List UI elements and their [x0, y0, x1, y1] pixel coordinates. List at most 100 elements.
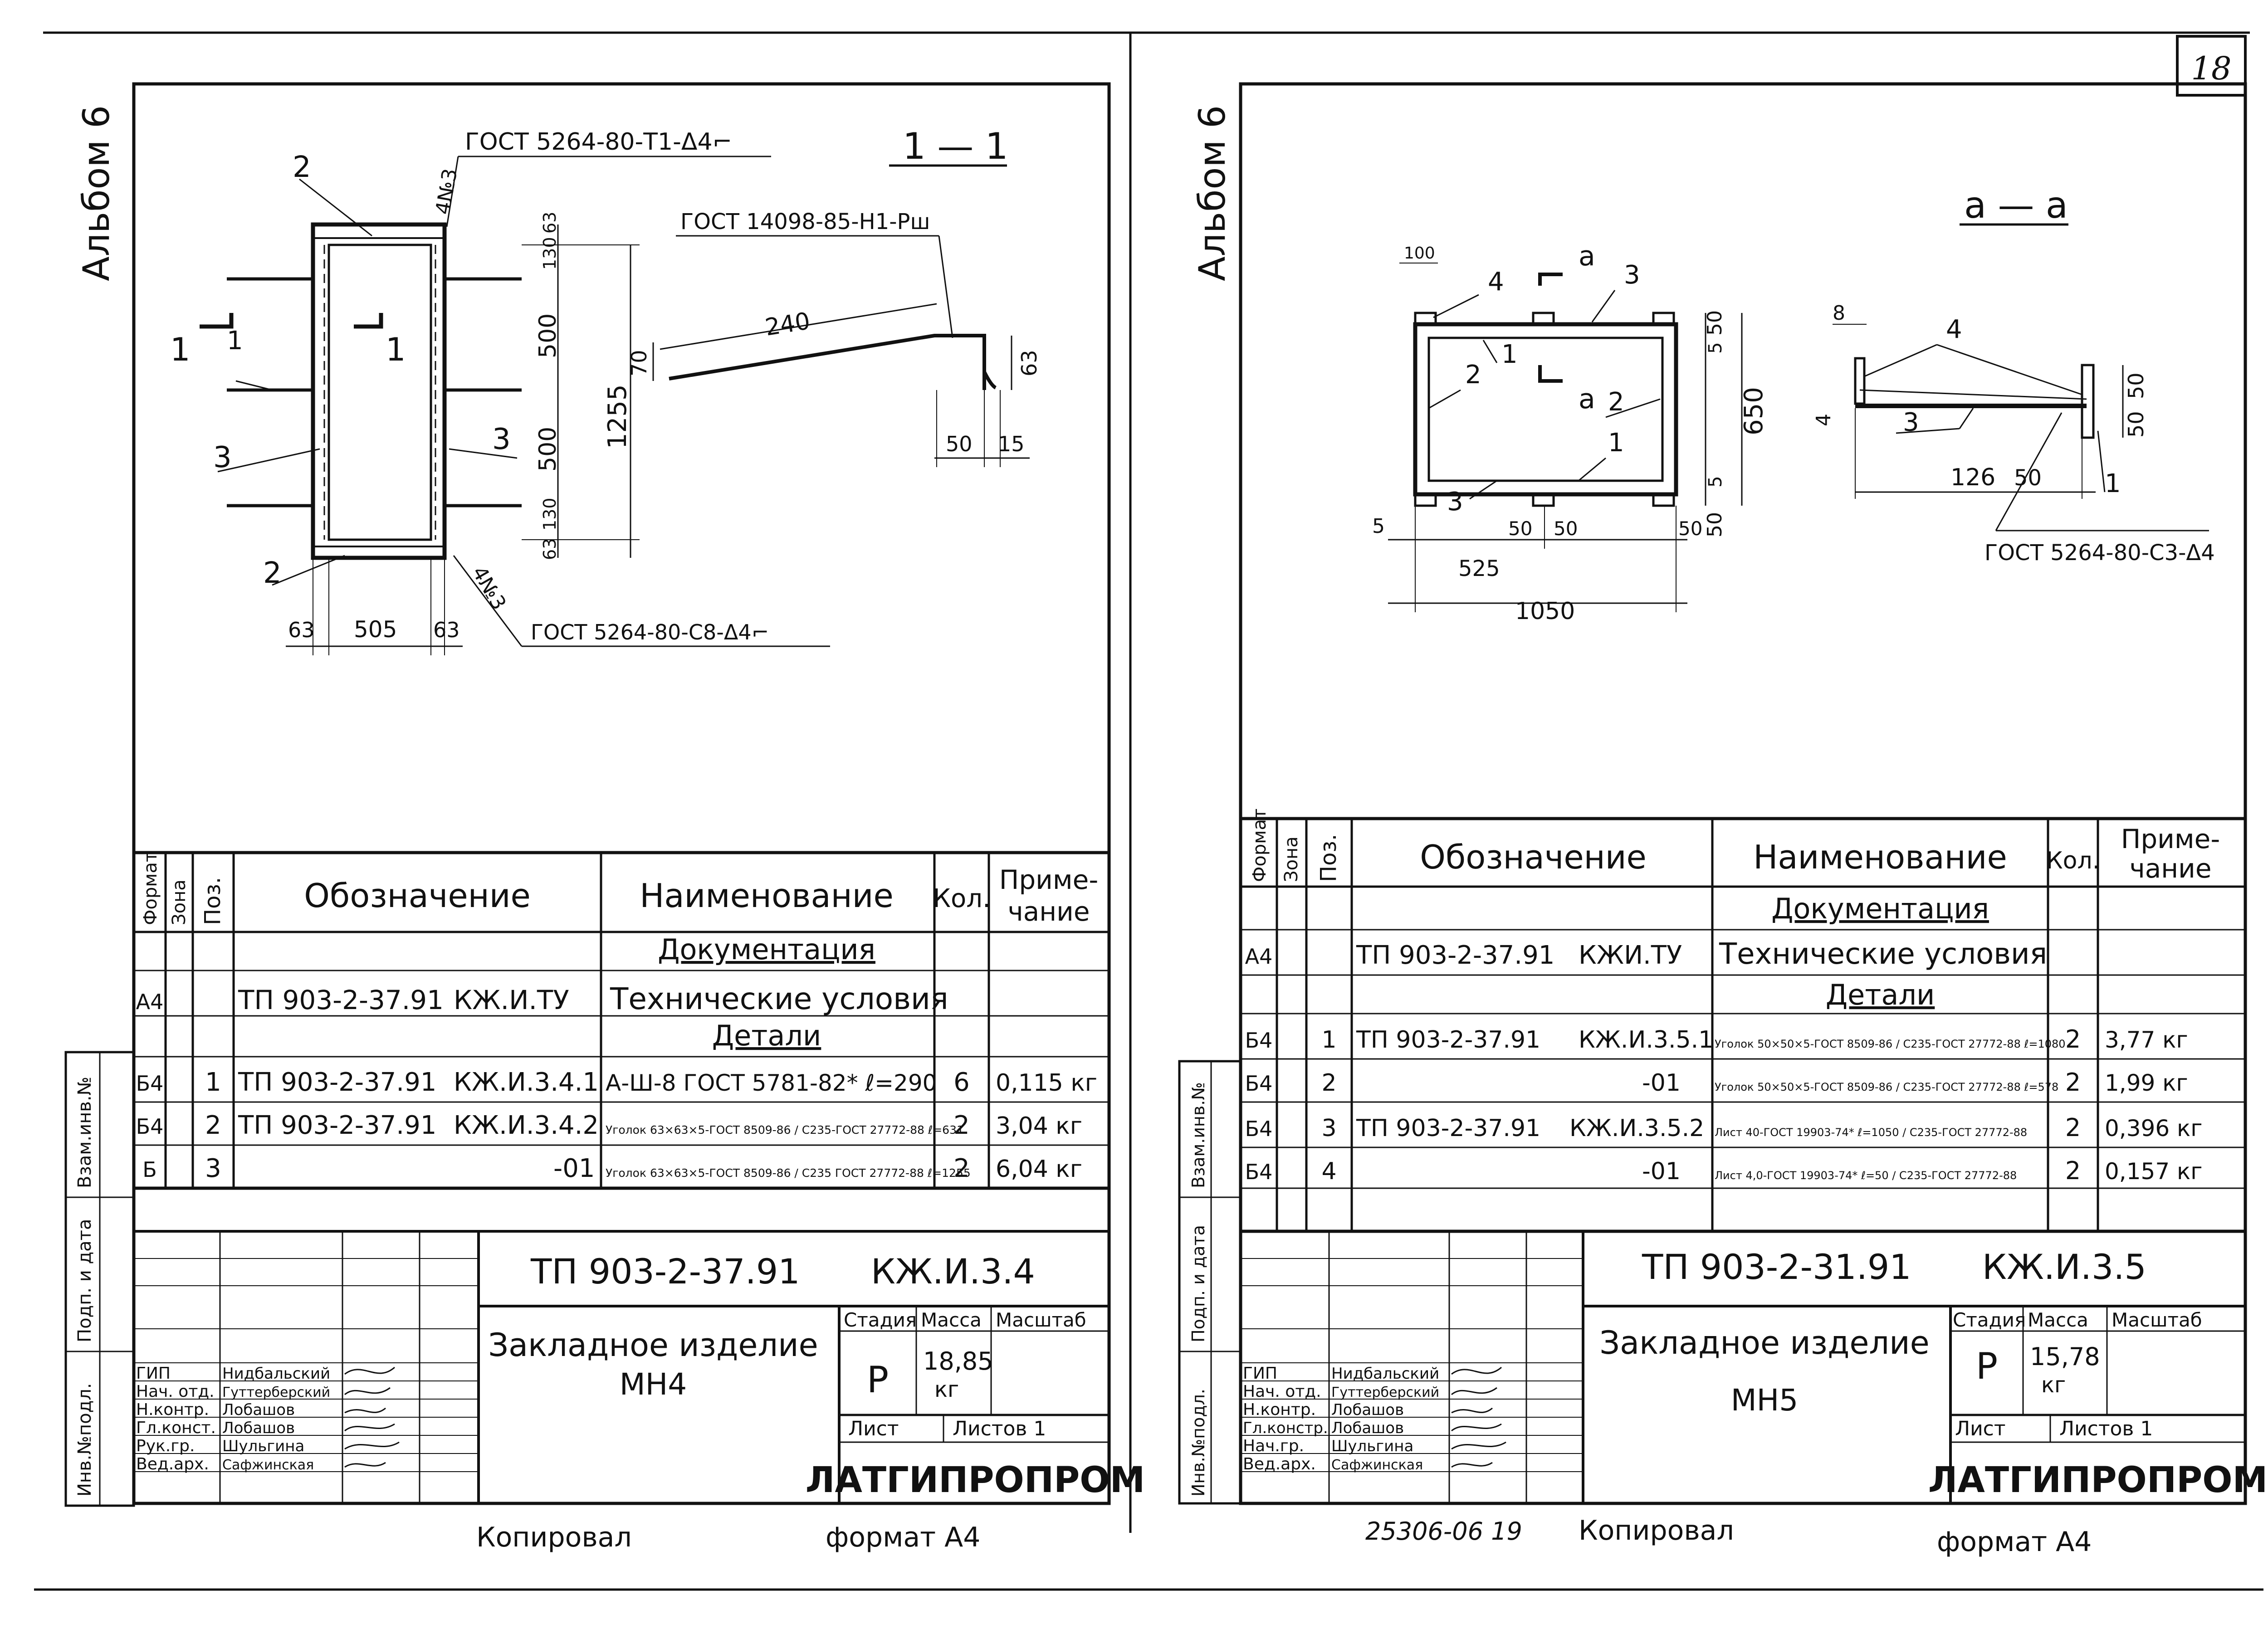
plan-view: 1 1 2 1 3 3 2 ГОСТ 5264-80-Т1-Δ4⌐ 4№3 ГО…: [170, 128, 830, 655]
dim-500-lower: 500: [534, 427, 562, 472]
dim-s50: 50: [2014, 465, 2042, 491]
svg-text:3: 3: [205, 1154, 221, 1183]
mass-unit: кг: [934, 1377, 959, 1402]
plate-pos4: [1414, 493, 1437, 507]
side-label-replace: Взам.инв.№: [74, 1077, 95, 1188]
row-code: ТП 903-2-37.91: [1356, 941, 1554, 970]
doc-code: ТП 903-2-31.91: [1642, 1247, 1911, 1287]
pos-3-left: 3: [213, 441, 232, 474]
spec-row-3: Б 3 -01 Уголок 63×63×5-ГОСТ 8509-86 / С2…: [142, 1154, 1082, 1183]
spec-row-1: Б4 1 ТП 903-2-37.91 КЖ.И.3.4.1 А-Ш-8 ГОС…: [136, 1068, 1098, 1097]
spec-row-2: Б4 2 -01 Уголок 50×50×5-ГОСТ 8509-86 / С…: [1245, 1068, 2188, 1097]
svg-text:3,77 кг: 3,77 кг: [2105, 1027, 2188, 1053]
dim-w50c: 50: [1678, 517, 1702, 540]
side-label-sign: Подп. и дата: [1188, 1225, 1208, 1342]
sheet-frame: [132, 82, 1111, 1505]
svg-text:2: 2: [953, 1111, 970, 1140]
svg-text:Лобашов: Лобашов: [222, 1419, 295, 1437]
dim-50-bottom: 50: [1703, 512, 1726, 537]
svg-text:2: 2: [2065, 1113, 2081, 1142]
sheet-label: Лист: [848, 1417, 899, 1440]
dim-505: 505: [354, 616, 397, 643]
svg-text:Гл.констр.: Гл.констр.: [1243, 1419, 1328, 1437]
svg-text:Б4: Б4: [1245, 1160, 1273, 1184]
svg-text:-01: -01: [1642, 1158, 1681, 1185]
svg-text:Н.контр.: Н.контр.: [136, 1400, 209, 1419]
svg-text:1: 1: [205, 1068, 221, 1097]
hdr-designation: Обозначение: [1420, 838, 1647, 876]
signatures: [344, 1366, 400, 1468]
svg-text:Вед.арх.: Вед.арх.: [1243, 1455, 1316, 1473]
page-number-box: [2176, 35, 2247, 97]
svg-text:ГИП: ГИП: [1243, 1364, 1277, 1383]
svg-text:Сафжинская: Сафжинская: [222, 1457, 314, 1473]
dim-63-top: 63: [540, 212, 560, 234]
title-block: ТП 903-2-31.91 КЖ.И.3.5 Закладное издели…: [1241, 1230, 2268, 1503]
n3-top: 4№3: [431, 167, 462, 216]
footer-format: формат А4: [1937, 1526, 2092, 1558]
side-label-inv: Инв.№подл.: [1188, 1389, 1208, 1497]
hdr-name: Наименование: [1753, 838, 2007, 876]
sheets-count: Листов 1: [2059, 1417, 2153, 1440]
svg-text:1: 1: [1321, 1026, 1336, 1054]
svg-text:ТП 903-2-37.91: ТП 903-2-37.91: [1356, 1115, 1540, 1142]
hdr-note-1: Приме-: [2121, 824, 2220, 854]
svg-text:-01: -01: [553, 1154, 595, 1183]
svg-text:Вед.арх.: Вед.арх.: [136, 1455, 209, 1473]
signatures: [1451, 1366, 1506, 1468]
organization: ЛАТГИПРОПРОМ: [1928, 1460, 2268, 1501]
weld-callout-top: ГОСТ 5264-80-Т1-Δ4⌐: [465, 128, 732, 156]
row-heading-details: Детали: [712, 1019, 821, 1052]
svg-text:ТП 903-2-37.91: ТП 903-2-37.91: [238, 1111, 436, 1140]
scale-label: Масштаб: [2112, 1309, 2202, 1331]
sheet-frame: [1239, 82, 2247, 1505]
dim-650: 650: [1739, 387, 1769, 435]
cut-mark-bottom: а: [1579, 383, 1595, 415]
sheet-left: Альбом 6 1 1 2 1 3 3: [64, 82, 1145, 1553]
dim-s50: 50: [946, 432, 973, 456]
side-label-replace: Взам.инв.№: [1188, 1082, 1208, 1188]
row-heading-details: Детали: [1826, 978, 1935, 1011]
plan-view: а а 4 3 1 2 2 1 3 100 50 5 650 5: [1372, 240, 1769, 625]
scale-label: Масштаб: [996, 1309, 1086, 1331]
svg-text:КЖ.И.3.4.2: КЖ.И.3.4.2: [454, 1111, 599, 1140]
row-name: Технические условия: [610, 981, 948, 1016]
pos-1: 1: [227, 326, 243, 356]
hdr-note-2: чание: [1007, 896, 1090, 927]
inner-outline: [1427, 337, 1664, 482]
dim-w63-left: 63: [288, 618, 315, 642]
hdr-name: Наименование: [640, 877, 894, 915]
svg-text:Нач. отд.: Нач. отд.: [1243, 1382, 1321, 1401]
section-title: 1 — 1: [903, 125, 1008, 167]
album-label: Альбом 6: [75, 105, 117, 281]
spec-row-2: Б4 2 ТП 903-2-37.91 КЖ.И.3.4.2 Уголок 63…: [136, 1111, 1082, 1140]
svg-text:Уголок 50×50×5-ГОСТ 8509-86 /: Уголок 50×50×5-ГОСТ 8509-86 / С235-ГОСТ …: [1715, 1038, 2066, 1050]
spec-table: Формат Зона Поз. Обозначение Наименовани…: [1239, 809, 2247, 1233]
spec-table: Формат Зона Поз. Обозначение Наименовани…: [132, 851, 1111, 1190]
svg-text:2: 2: [2065, 1025, 2081, 1054]
row-code: ТП 903-2-37.91: [238, 985, 444, 1015]
hdr-format: Формат: [140, 852, 161, 925]
sheet-right: Альбом 6 а а 4 3 1 2 2 1: [1178, 82, 2268, 1558]
svg-text:Нач. отд.: Нач. отд.: [136, 1382, 215, 1401]
organization: ЛАТГИПРОПРОМ: [806, 1460, 1145, 1501]
title-block: ТП 903-2-37.91 КЖ.И.3.4 Закладное издели…: [134, 1230, 1145, 1503]
svg-text:Лобашов: Лобашов: [222, 1401, 295, 1419]
pos-3-top: 3: [1624, 260, 1640, 290]
dim-50-top: 50: [1703, 310, 1726, 336]
weld-callout-bottom: ГОСТ 5264-80-С8-Δ4⌐: [531, 620, 769, 644]
svg-text:-01: -01: [1642, 1069, 1681, 1097]
footer-copied: Копировал: [476, 1522, 632, 1553]
dim-500-upper: 500: [534, 313, 562, 358]
row-format: А4: [1245, 944, 1273, 969]
svg-text:КЖ.И.3.4.1: КЖ.И.3.4.1: [454, 1068, 599, 1097]
svg-text:КЖ.И.3.5.1: КЖ.И.3.5.1: [1579, 1026, 1713, 1054]
svg-text:2: 2: [205, 1111, 221, 1140]
svg-text:Б: Б: [142, 1157, 157, 1182]
svg-text:Лист 4,0-ГОСТ 19903-74* ℓ=50 /: Лист 4,0-ГОСТ 19903-74* ℓ=50 / С235-ГОСТ…: [1715, 1169, 2017, 1182]
cut-mark-right: 1: [386, 331, 406, 368]
mass-label: Масса: [2028, 1309, 2088, 1331]
pos-4-section: 4: [1946, 315, 1962, 344]
svg-text:4: 4: [1321, 1158, 1336, 1185]
side-label-inv: Инв.№подл.: [74, 1383, 95, 1497]
